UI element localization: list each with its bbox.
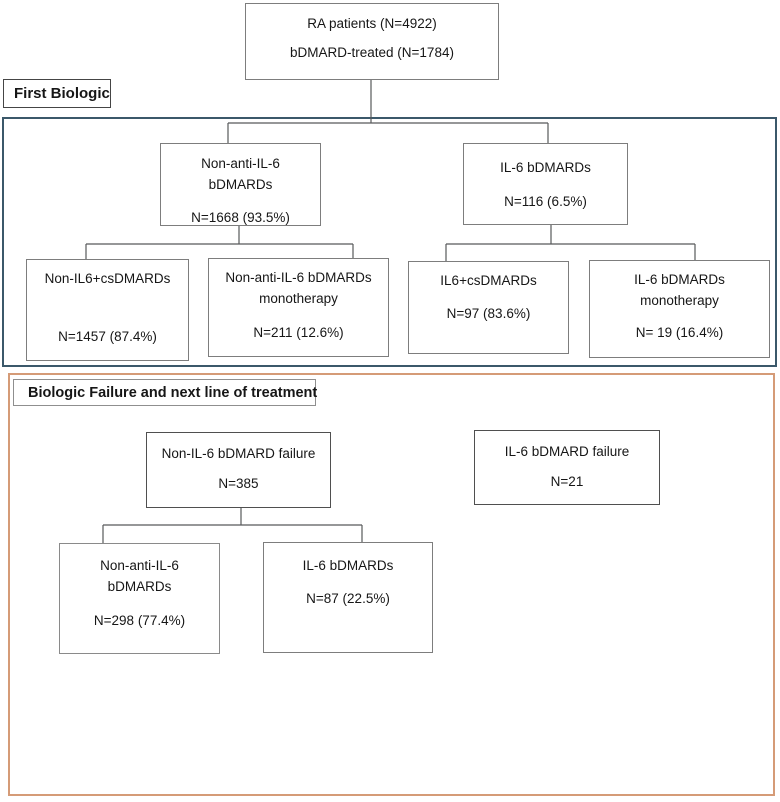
node-line: bDMARDs xyxy=(208,177,273,192)
node-line: monotherapy xyxy=(259,291,338,306)
node-line: Non-IL-6 bDMARD failure xyxy=(161,446,316,461)
node-line: IL-6 bDMARDs xyxy=(500,160,591,175)
node-next-non-anti-il6-bdmards: Non-anti-IL-6 bDMARDs N=298 (77.4%) xyxy=(59,543,220,654)
node-line: IL6+csDMARDs xyxy=(440,273,537,288)
node-il6-plus-csdmards: IL6+csDMARDs N=97 (83.6%) xyxy=(408,261,569,354)
node-value: N=116 (6.5%) xyxy=(504,194,587,209)
node-il6-monotherapy: IL-6 bDMARDs monotherapy N= 19 (16.4%) xyxy=(589,260,770,358)
node-line: IL-6 bDMARD failure xyxy=(504,444,630,459)
node-il6-bdmard-failure: IL-6 bDMARD failure N=21 xyxy=(474,430,660,505)
node-value: N=87 (22.5%) xyxy=(306,591,390,606)
node-next-il6-bdmards: IL-6 bDMARDs N=87 (22.5%) xyxy=(263,542,433,653)
node-non-il6-plus-csdmards: Non-IL6+csDMARDs N=1457 (87.4%) xyxy=(26,259,189,361)
node-line: bDMARDs xyxy=(107,579,172,594)
node-value: N=1457 (87.4%) xyxy=(58,329,157,344)
failure-section-label: Biologic Failure and next line of treatm… xyxy=(13,379,318,406)
first-biologic-label-text: First Biologic xyxy=(14,85,110,102)
node-line: Non-IL6+csDMARDs xyxy=(44,271,171,286)
failure-label-text: Biologic Failure and next line of treatm… xyxy=(28,384,318,401)
node-line: RA patients (N=4922) xyxy=(307,16,437,31)
first-biologic-section-label: First Biologic xyxy=(3,79,111,108)
node-value: N=1668 (93.5%) xyxy=(191,210,290,225)
node-line: IL-6 bDMARDs xyxy=(302,558,394,573)
node-non-anti-il6-monotherapy: Non-anti-IL-6 bDMARDs monotherapy N=211 … xyxy=(208,258,389,357)
node-non-il6-bdmard-failure: Non-IL-6 bDMARD failure N=385 xyxy=(146,432,331,508)
node-value: N=385 xyxy=(218,476,259,491)
node-value: N=298 (77.4%) xyxy=(93,613,186,628)
node-value: N=97 (83.6%) xyxy=(446,306,531,321)
node-line: Non-anti-IL-6 xyxy=(201,156,280,171)
node-line: Non-anti-IL-6 xyxy=(100,558,179,573)
node-line: IL-6 bDMARDs xyxy=(634,272,725,287)
node-line: bDMARD-treated (N=1784) xyxy=(290,45,454,60)
node-line: monotherapy xyxy=(640,293,719,308)
node-value: N=21 xyxy=(550,474,584,489)
node-ra-patients: RA patients (N=4922) bDMARD-treated (N=1… xyxy=(245,3,499,80)
node-value: N= 19 (16.4%) xyxy=(635,325,724,340)
node-line: Non-anti-IL-6 bDMARDs xyxy=(225,270,372,285)
node-non-anti-il6-bdmards: Non-anti-IL-6 bDMARDs N=1668 (93.5%) xyxy=(160,143,321,226)
node-value: N=211 (12.6%) xyxy=(253,325,344,340)
node-il6-bdmards: IL-6 bDMARDs N=116 (6.5%) xyxy=(463,143,628,225)
